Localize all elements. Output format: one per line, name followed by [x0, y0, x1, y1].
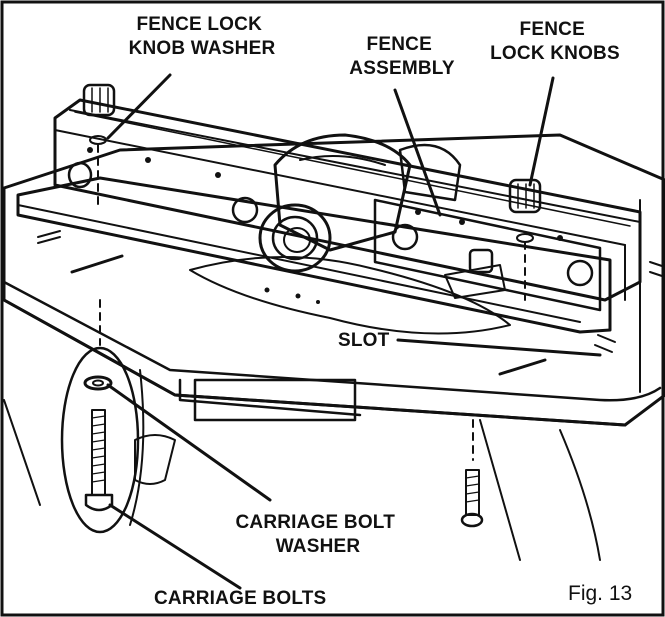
fence-screws: [87, 147, 563, 241]
callout-slot: SLOT: [338, 330, 390, 351]
leader-lines: [106, 73, 602, 590]
table-underside: [3, 369, 601, 561]
fence-side-knob-icon: [67, 161, 594, 287]
carriage-bolt-left-icon: [84, 409, 114, 512]
fence-assembly-drawing: [16, 98, 642, 334]
callout-fence-assembly: FENCE ASSEMBLY: [349, 34, 455, 79]
alignment-dash-lines: [97, 144, 526, 461]
table-slot-left: [70, 254, 124, 274]
callout-carriage-bolts: CARRIAGE BOLTS: [154, 588, 326, 609]
table-top: [2, 133, 665, 427]
table-slot-right: [498, 358, 547, 376]
router-insert-plate: [189, 256, 511, 335]
bit-guard: [258, 133, 462, 273]
callout-carriage-bolt-washer: CARRIAGE BOLT WASHER: [235, 512, 400, 557]
fence-lock-knob-left-icon: [82, 83, 116, 145]
carriage-bolt-washer-icon: [83, 375, 113, 391]
carriage-bolt-right-icon: [460, 469, 484, 528]
callout-fence-lock-knobs: FENCE LOCK KNOBS: [490, 19, 620, 64]
parts-highlight-ellipse: [60, 346, 140, 534]
fence-lock-knob-right-icon: [508, 178, 542, 243]
figure-label: Fig. 13: [568, 582, 632, 605]
callout-fence-lock-knob-washer: FENCE LOCK KNOB WASHER: [129, 14, 276, 59]
featherboard-knob-icon: [444, 248, 506, 299]
